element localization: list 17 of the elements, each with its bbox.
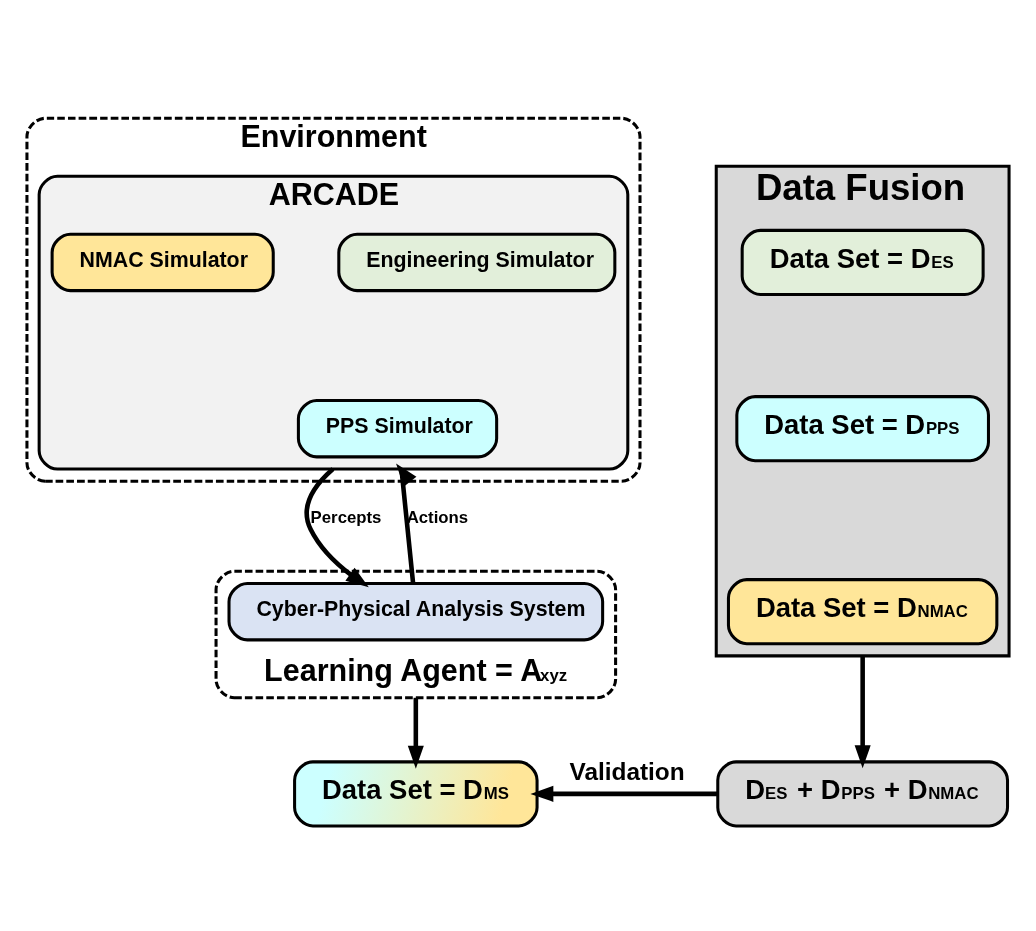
node-box: Data Set = DNMAC [726, 577, 999, 645]
edge-label: Percepts [310, 507, 382, 527]
node-box: Engineering Simulator [337, 232, 617, 292]
arrow [407, 697, 424, 769]
node-box: PPS Simulator [296, 398, 499, 458]
node-box: Data Set = DPPS [735, 394, 990, 462]
arrow [396, 463, 417, 583]
arrow [530, 785, 718, 802]
arrow [304, 466, 369, 587]
edge-label: Validation [569, 757, 685, 785]
edge-label: Actions [406, 507, 469, 527]
node-box: Cyber-Physical Analysis System [227, 581, 605, 641]
node-box: DES + DPPS + DNMAC [716, 759, 1010, 827]
arrow [854, 655, 871, 768]
node-box: NMAC Simulator [50, 232, 275, 292]
node-box: Data Set = DMS [293, 759, 539, 827]
node-box: Data Set = DES [740, 228, 985, 296]
